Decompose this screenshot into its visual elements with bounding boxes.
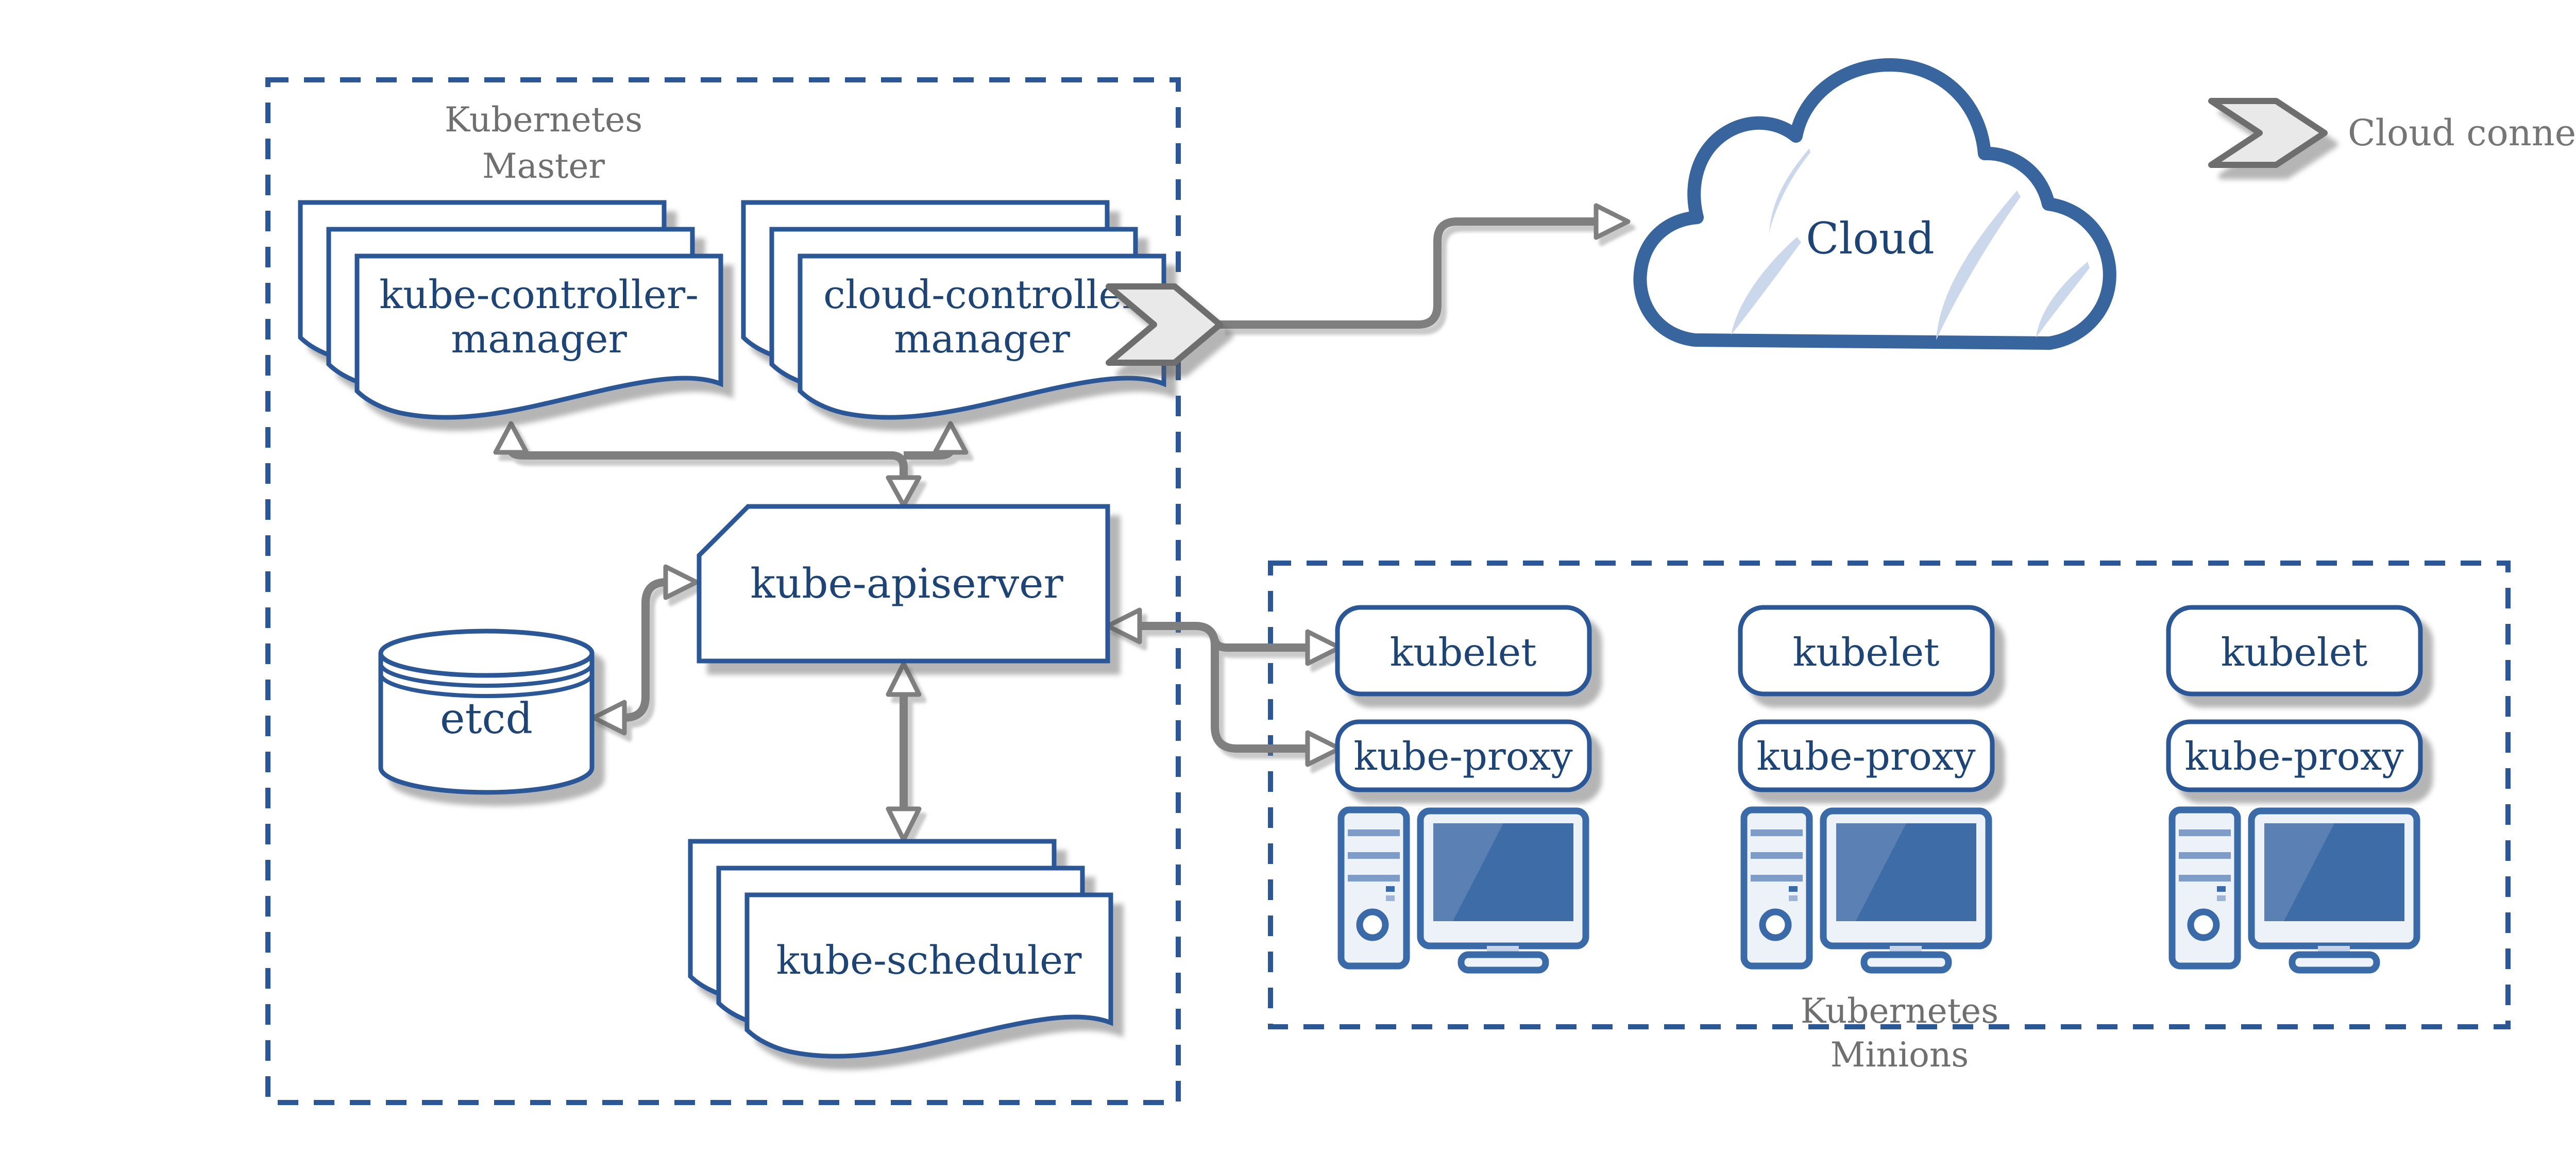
master-boundary: [265, 77, 1181, 1105]
minions-boundary: [1268, 561, 2511, 1029]
cloud-shape: [1633, 58, 2116, 350]
kube-scheduler-node: kube-scheduler: [690, 841, 1111, 1056]
minions-title-line2: Minions: [1831, 1035, 1969, 1075]
arrow-cloudcontroller-cloud: [1220, 203, 1631, 329]
arrow-controllers-apiserver: [493, 421, 969, 508]
kube-proxy-node-3: kube-proxy: [2166, 719, 2423, 792]
cloud-connector-icon: [1106, 283, 1223, 366]
kube-proxy-label-2: kube-proxy: [1756, 734, 1976, 779]
kube-proxy-node-2: kube-proxy: [1738, 719, 1995, 792]
kube-apiserver-node: kube-apiserver: [697, 504, 1110, 664]
etcd-label: etcd: [440, 694, 533, 743]
legend-cloud-connector-label: Cloud connector: [2348, 112, 2576, 154]
kube-scheduler-label: kube-scheduler: [776, 937, 1082, 983]
master-title-line2: Master: [482, 146, 605, 186]
workstation-icon-1: [1341, 810, 1586, 970]
cloud-controller-manager-label-line1: cloud-controller: [823, 272, 1141, 317]
kubelet-label-1: kubelet: [1390, 630, 1537, 675]
kube-proxy-label-1: kube-proxy: [1353, 734, 1573, 779]
cloud-node: Cloud: [1633, 58, 2116, 350]
cloud-controller-manager-label-line2: manager: [894, 316, 1070, 362]
etcd-node: etcd: [378, 629, 595, 795]
workstation-icon-2: [1744, 810, 1989, 970]
kube-controller-manager-label-line1: kube-controller-: [379, 272, 699, 317]
kubelet-node-1: kubelet: [1335, 605, 1592, 697]
kubelet-node-3: kubelet: [2166, 605, 2423, 697]
master-title-line1: Kubernetes: [445, 100, 642, 140]
kube-controller-manager-node: kube-controller- manager: [300, 202, 721, 417]
kube-controller-manager-label-line2: manager: [451, 316, 627, 362]
minions-title-line1: Kubernetes: [1801, 991, 1998, 1031]
legend-cloud-connector: Cloud connector: [2208, 98, 2576, 168]
kube-proxy-node-1: kube-proxy: [1335, 719, 1592, 792]
kubelet-node-2: kubelet: [1738, 605, 1995, 697]
cloud-label: Cloud: [1806, 213, 1935, 264]
kubelet-label-3: kubelet: [2221, 630, 2368, 675]
arrow-etcd-apiserver: [591, 564, 699, 736]
arrow-apiserver-kubelet-proxy: [1105, 607, 1342, 767]
kube-proxy-label-3: kube-proxy: [2184, 734, 2404, 779]
legend-cloud-connector-icon: [2208, 98, 2328, 168]
kubelet-label-2: kubelet: [1793, 630, 1940, 675]
cloud-controller-manager-node: cloud-controller manager: [743, 202, 1164, 417]
workstation-icon-3: [2172, 810, 2417, 970]
arrow-apiserver-scheduler: [886, 661, 922, 842]
kube-apiserver-label: kube-apiserver: [750, 559, 1063, 607]
